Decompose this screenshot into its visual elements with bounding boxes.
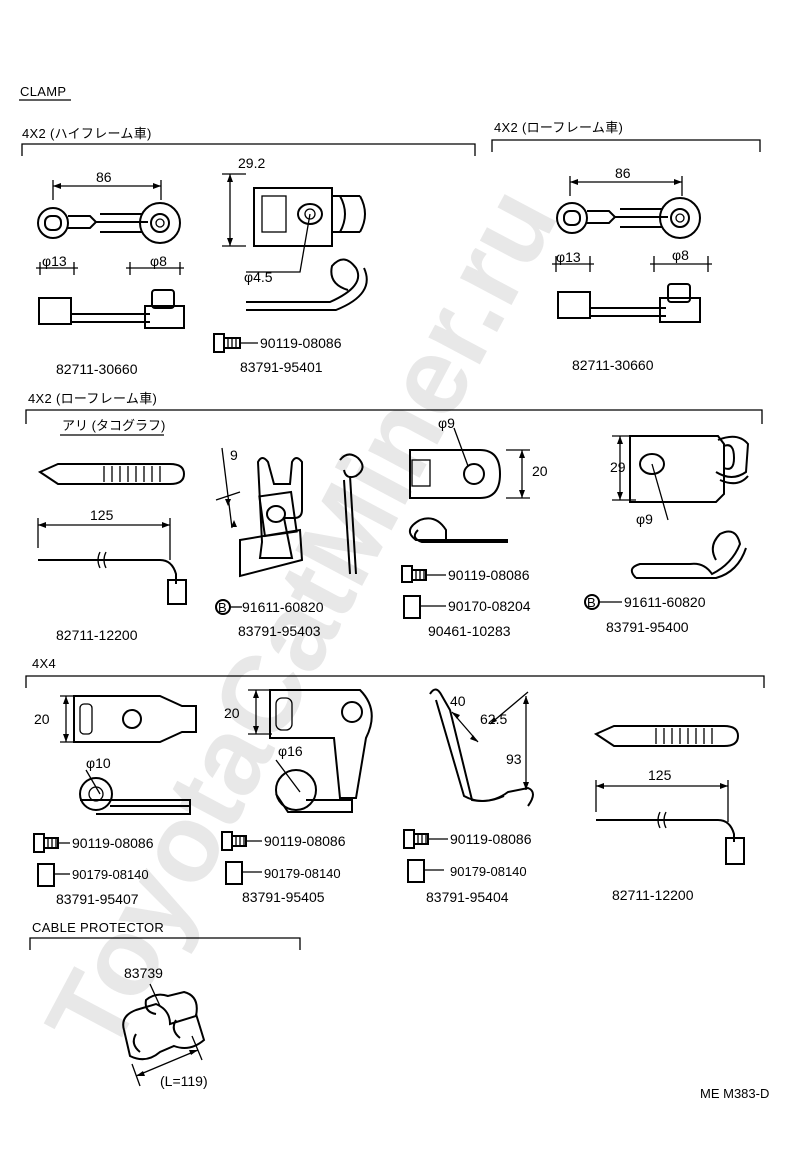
page-title: CLAMP [20, 84, 66, 99]
svg-text:B: B [587, 595, 596, 610]
bolt-icon [221, 831, 262, 851]
part-number-82711-12200-a: 82711-12200 [56, 627, 138, 643]
clamp-82711-30660-b [552, 176, 712, 323]
diagram-code: ME M383-D [700, 1086, 769, 1101]
svg-text:φ10: φ10 [86, 755, 111, 771]
cable-tie-82711-12200-b [593, 725, 745, 865]
screw-marker-b-icon: B [215, 599, 231, 615]
svg-text:φ4.5: φ4.5 [244, 269, 273, 285]
svg-text:φ9: φ9 [438, 415, 455, 431]
nut-icon [225, 861, 262, 885]
clamp-83791-95407 [60, 695, 197, 815]
part-number-83791-95401: 83791-95401 [240, 359, 323, 375]
svg-text:29.2: 29.2 [238, 155, 265, 171]
bolt-90119-08086-c: 90119-08086 [72, 835, 154, 851]
section-label-4x2-high: 4X2 (ハイフレーム車) [22, 126, 152, 141]
svg-text:φ8: φ8 [150, 253, 167, 269]
cable-protector-83739 [122, 983, 206, 1087]
nut-90179-08140-a: 90179-08140 [72, 867, 149, 882]
clamp-83791-95400 [612, 435, 750, 579]
svg-text:φ9: φ9 [636, 511, 653, 527]
svg-text:40: 40 [450, 693, 466, 709]
svg-text:9: 9 [230, 447, 238, 463]
screw-91611-60820-a: 91611-60820 [242, 599, 324, 615]
clamp-83791-95403 [215, 447, 364, 578]
svg-text:86: 86 [96, 169, 112, 185]
nut-90179-08140-c: 90179-08140 [450, 864, 527, 879]
part-number-83791-95403: 83791-95403 [238, 623, 321, 639]
part-number-83791-95404: 83791-95404 [426, 889, 509, 905]
clamp-83791-95404 [429, 688, 534, 807]
bolt-90119-08086-a: 90119-08086 [260, 335, 342, 351]
section-label-cable-protector: CABLE PROTECTOR [32, 920, 164, 935]
bolt-icon [33, 833, 70, 853]
nut-90170-08204: 90170-08204 [448, 598, 531, 614]
nut-icon [37, 863, 70, 887]
part-number-83739: 83739 [124, 965, 163, 981]
svg-text:29: 29 [610, 459, 626, 475]
clamp-90461-10283 [401, 427, 530, 619]
svg-text:125: 125 [90, 507, 114, 523]
clamp-83791-95401 [222, 173, 368, 311]
section-label-4x2-low-a: 4X2 (ローフレーム車) [494, 120, 623, 135]
nut-icon [407, 859, 444, 883]
clamp-83791-95405 [248, 689, 373, 813]
svg-text:125: 125 [648, 767, 672, 783]
part-number-83791-95407: 83791-95407 [56, 891, 139, 907]
svg-text:20: 20 [224, 705, 240, 721]
part-number-82711-30660-a: 82711-30660 [56, 361, 138, 377]
section-sublabel-tachograph: アリ (タコグラフ) [62, 418, 165, 433]
svg-text:93: 93 [506, 751, 522, 767]
svg-text:φ8: φ8 [672, 247, 689, 263]
screw-91611-60820-b: 91611-60820 [624, 594, 706, 610]
svg-text:20: 20 [532, 463, 548, 479]
bolt-icon [403, 829, 448, 849]
bolt-90119-08086-b: 90119-08086 [448, 567, 530, 583]
svg-text:20: 20 [34, 711, 50, 727]
part-number-83791-95400: 83791-95400 [606, 619, 689, 635]
svg-text:φ13: φ13 [42, 253, 67, 269]
svg-text:B: B [218, 600, 227, 615]
part-number-82711-30660-b: 82711-30660 [572, 357, 654, 373]
section-label-4x4: 4X4 [32, 656, 56, 671]
part-number-82711-12200-b: 82711-12200 [612, 887, 694, 903]
svg-text:62.5: 62.5 [480, 711, 507, 727]
clamp-82711-30660-a [36, 180, 185, 329]
watermark: ToyotaCatMiner.ru [23, 168, 581, 1071]
screw-marker-b-icon: B [584, 594, 600, 610]
svg-text:φ13: φ13 [556, 249, 581, 265]
part-number-83791-95405: 83791-95405 [242, 889, 325, 905]
svg-text:φ16: φ16 [278, 743, 303, 759]
svg-text:(L=119): (L=119) [160, 1073, 208, 1089]
cable-tie-82711-12200-a [37, 463, 187, 605]
part-number-90461-10283: 90461-10283 [428, 623, 511, 639]
bolt-icon [213, 333, 258, 353]
svg-text:86: 86 [615, 165, 631, 181]
nut-90179-08140-b: 90179-08140 [264, 866, 341, 881]
bolt-90119-08086-e: 90119-08086 [450, 831, 532, 847]
bolt-90119-08086-d: 90119-08086 [264, 833, 346, 849]
section-label-4x2-low-b: 4X2 (ローフレーム車) [28, 391, 157, 406]
